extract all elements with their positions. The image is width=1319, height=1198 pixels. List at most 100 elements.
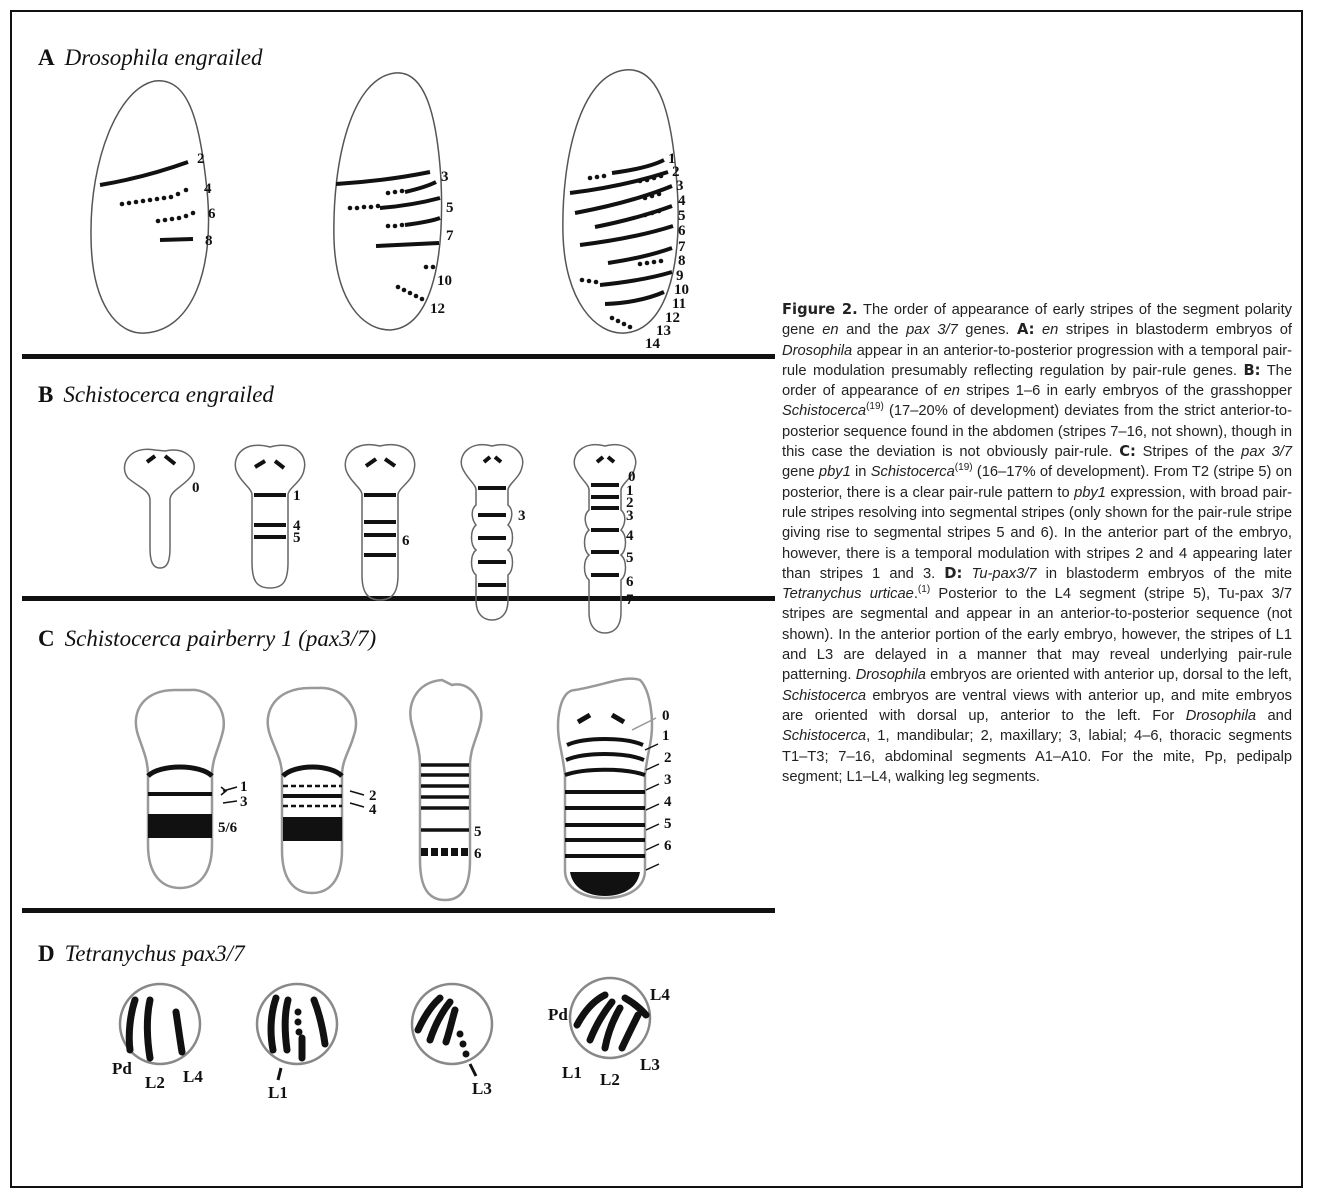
caption-italic: en xyxy=(1042,322,1058,338)
panel-c-embryo-4: 0 1 2 3 4 5 6 xyxy=(558,679,672,898)
caption-panel-c-label: C: xyxy=(1119,443,1136,460)
stripe-label: 6 xyxy=(208,206,216,222)
stripe-label: L1 xyxy=(562,1063,582,1082)
caption-italic: Schistocerca xyxy=(782,403,866,419)
figure-caption: Figure 2. The order of appearance of ear… xyxy=(782,300,1292,787)
caption-panel-d-label: D: xyxy=(944,565,962,582)
panel-c-embryo-2: 2 4 xyxy=(268,688,377,893)
stripe-label: Pd xyxy=(112,1059,132,1078)
stripe-label: 2 xyxy=(664,750,672,766)
stripe-label: 4 xyxy=(664,794,672,810)
stripe-label: L3 xyxy=(472,1079,492,1098)
caption-italic: Tu-pax3/7 xyxy=(971,566,1036,582)
stripe-label: 5 xyxy=(664,816,672,832)
stripe-label: 5 xyxy=(446,200,454,216)
stripe-label: 6 xyxy=(664,838,672,854)
caption-text: in blastoderm embryos of the mite xyxy=(1037,566,1292,582)
caption-panel-b-label: B: xyxy=(1243,362,1260,379)
stripe-label: L2 xyxy=(145,1073,165,1092)
stripe-label: 5 xyxy=(293,530,301,546)
stripe-label: 1 xyxy=(662,728,670,744)
stripe-label: Pd xyxy=(548,1005,568,1024)
stripe-label: 0 xyxy=(192,480,200,496)
stripe-label: 8 xyxy=(678,253,686,269)
stripe-label: 5 xyxy=(626,550,634,566)
stripe-label: 0 xyxy=(662,708,670,724)
stripe-label: 4 xyxy=(204,181,212,197)
stripe-label: L3 xyxy=(640,1055,660,1074)
caption-text: genes. xyxy=(958,322,1017,338)
stripe-label: L4 xyxy=(183,1067,203,1086)
panel-d-embryo-3: L3 xyxy=(412,984,492,1098)
caption-italic: Drosophila xyxy=(856,667,926,683)
stripe-label: 4 xyxy=(626,528,634,544)
caption-italic: en xyxy=(822,322,838,338)
panel-a-embryo-1: 2 4 6 8 xyxy=(91,81,216,333)
caption-italic: pby1 xyxy=(1074,485,1106,501)
panel-c-embryo-1: 1 3 5/6 xyxy=(136,690,248,888)
stripe-label: L1 xyxy=(268,1083,288,1102)
caption-italic: en xyxy=(944,383,960,399)
panel-a-embryo-3: 1 2 3 4 5 6 7 8 9 10 11 12 13 14 xyxy=(563,70,689,352)
caption-figure-label: Figure 2. xyxy=(782,301,858,318)
caption-italic: Schistocerca xyxy=(782,688,866,704)
stripe-label: 7 xyxy=(626,592,634,608)
caption-italic: pax 3/7 xyxy=(906,322,958,338)
stripe-label: L4 xyxy=(650,985,670,1004)
caption-text: embryos are oriented with anterior up, d… xyxy=(926,667,1292,683)
stripe-label: 7 xyxy=(446,228,454,244)
caption-reference: (1) xyxy=(918,584,930,595)
stripe-label: 3 xyxy=(676,178,684,194)
caption-text: stripes in blastoderm embryos of xyxy=(1058,322,1292,338)
caption-text: and xyxy=(1256,708,1292,724)
panel-d-embryo-2: L1 xyxy=(257,984,337,1102)
caption-italic: pax 3/7 xyxy=(1241,444,1292,460)
caption-panel-a-label: A: xyxy=(1017,321,1035,338)
caption-italic: Schistocerca xyxy=(871,464,955,480)
stripe-label: 3 xyxy=(518,508,526,524)
stripe-label: 2 xyxy=(197,151,205,167)
stripe-label: 8 xyxy=(205,233,213,249)
caption-text: gene xyxy=(782,464,819,480)
caption-italic: Drosophila xyxy=(782,343,852,359)
stripe-label: 1 xyxy=(240,779,248,795)
panel-d-embryo-1: Pd L2 L4 xyxy=(112,984,203,1092)
caption-text: appear in an anterior-to-posterior progr… xyxy=(782,343,1292,379)
panel-b-embryo-1: 0 xyxy=(124,449,199,568)
caption-text: and the xyxy=(839,322,907,338)
caption-text: Stripes of the xyxy=(1136,444,1241,460)
stripe-label: 10 xyxy=(437,273,452,289)
panel-b-embryo-4: 3 xyxy=(461,445,525,620)
stripe-label: 3 xyxy=(240,794,248,810)
stripe-label: L2 xyxy=(600,1070,620,1089)
panel-d-embryo-4: Pd L4 L1 L2 L3 xyxy=(548,978,670,1089)
caption-reference: (19) xyxy=(955,462,973,473)
panel-b-embryo-5: 0 1 2 3 4 5 6 7 xyxy=(574,445,636,633)
panel-a-embryo-2: 3 5 7 10 12 xyxy=(334,73,454,330)
stripe-label: 4 xyxy=(678,193,686,209)
stripe-label: 3 xyxy=(664,772,672,788)
caption-italic: pby1 xyxy=(819,464,851,480)
caption-italic: Drosophila xyxy=(1186,708,1256,724)
caption-text xyxy=(1034,322,1042,338)
stripe-label: 3 xyxy=(626,508,634,524)
stripe-label: 12 xyxy=(430,301,445,317)
caption-text: in xyxy=(851,464,871,480)
stripe-label: 6 xyxy=(626,574,634,590)
figure-drawings: 2 4 6 8 3 5 7 10 12 xyxy=(0,0,780,1198)
stripe-label: 6 xyxy=(402,533,410,549)
stripe-label: 1 xyxy=(293,488,301,504)
panel-b-embryo-2: 1 4 5 xyxy=(235,445,304,588)
stripe-label: 5 xyxy=(678,208,686,224)
stripe-label: 5 xyxy=(474,824,482,840)
stripe-label: 6 xyxy=(678,223,686,239)
panel-c-embryo-3: 5 6 xyxy=(410,680,482,900)
caption-reference: (19) xyxy=(866,402,884,413)
panel-b-embryo-3: 6 xyxy=(345,445,414,600)
stripe-label: 3 xyxy=(441,169,449,185)
stripe-label: 5/6 xyxy=(218,820,238,836)
caption-italic: Tetranychus urticae xyxy=(782,586,914,602)
stripe-label: 4 xyxy=(369,802,377,818)
caption-text: stripes 1–6 in early embryos of the gras… xyxy=(960,383,1292,399)
stripe-label: 14 xyxy=(645,336,661,352)
